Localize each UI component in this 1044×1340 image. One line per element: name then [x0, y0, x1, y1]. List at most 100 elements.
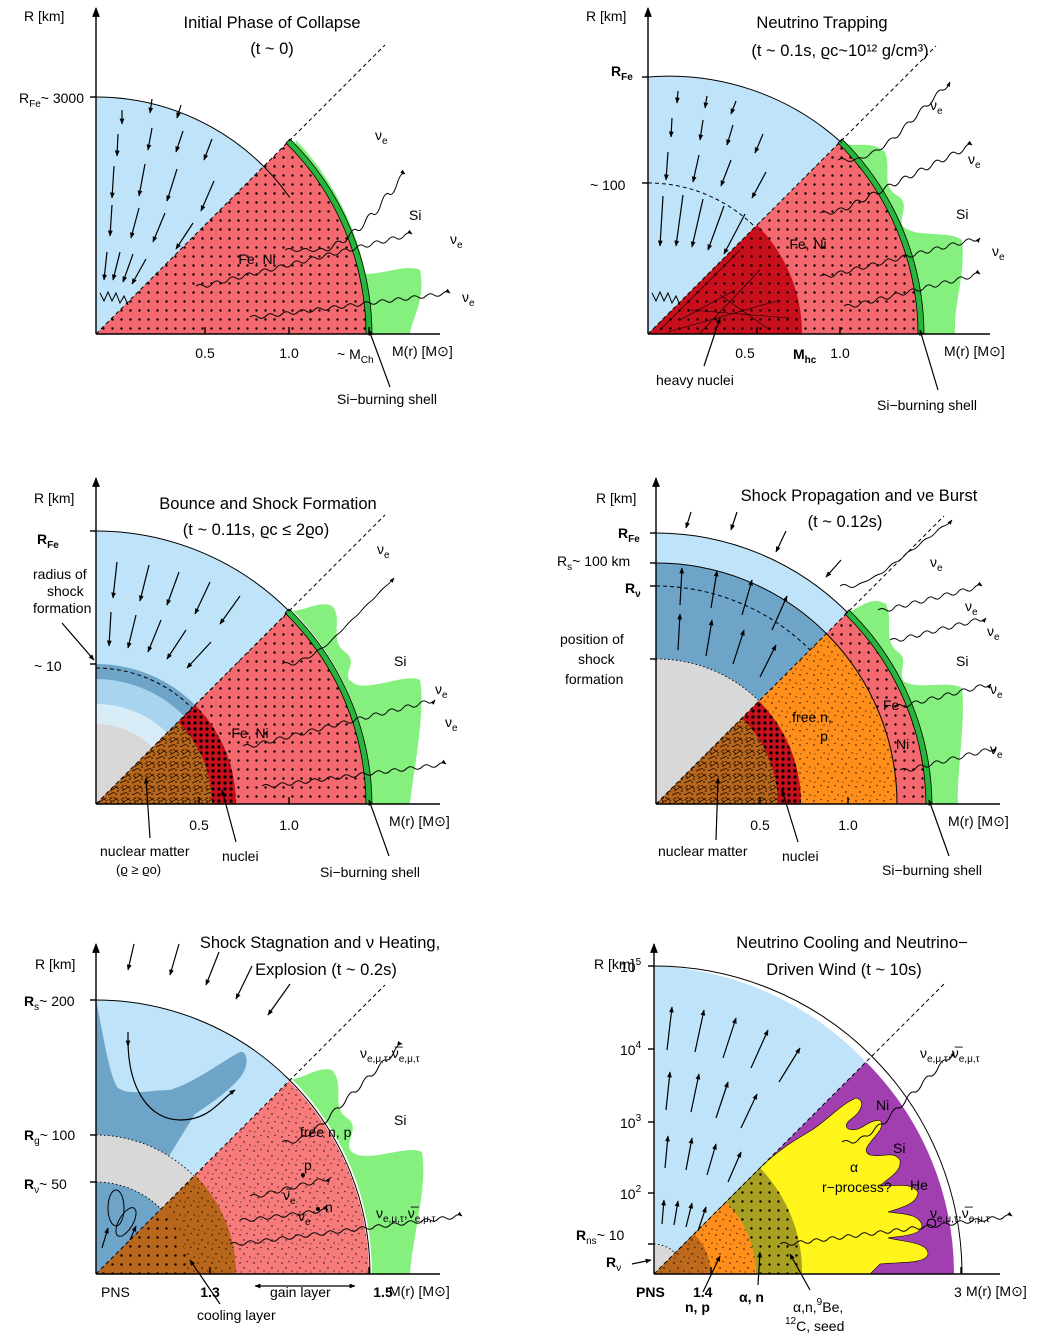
wind-arrow [778, 1047, 801, 1083]
panel5-axes [90, 943, 440, 1275]
panel-subtitle: (t ~ 0.12s) [808, 513, 883, 531]
si-burning-shell-callout: Si−burning shell [337, 391, 437, 407]
outflow-arrow [677, 613, 683, 651]
callout-pointer [781, 789, 799, 843]
neutrino-ray [195, 229, 413, 288]
neutrino-label: νe [375, 127, 388, 147]
neutrino-ray [249, 1177, 331, 1198]
free-nucleons-label: p [820, 728, 828, 744]
pns-label: PNS [101, 1284, 130, 1300]
nuclei-callout: nuclei [782, 848, 819, 864]
infall-arrow [175, 130, 184, 153]
r-shock-label: Rs~ 200 [24, 993, 75, 1013]
outflow-arrow [741, 579, 753, 616]
log-tick-label: 104 [620, 1040, 642, 1058]
infall-arrow [730, 100, 737, 115]
shock-formation-radius [655, 658, 760, 702]
panel1-regions [95, 44, 422, 335]
neutrino-ray [249, 288, 451, 319]
side-note-line: formation [33, 600, 91, 616]
callout-pointer [368, 799, 390, 857]
infall-arrow [137, 163, 146, 197]
core-label: Fe, Ni [238, 251, 275, 267]
x-tick-label: 1.4 [693, 1284, 713, 1300]
infall-arrow [114, 133, 120, 157]
r-fe-label: RFe [618, 525, 640, 545]
x-tick-label: 0.5 [195, 345, 215, 361]
panel4-neutrinos [839, 519, 997, 772]
neutrino-ray [899, 747, 997, 772]
shell-label: Si [956, 206, 968, 222]
callout-pointer [61, 622, 95, 661]
infalling-envelope [96, 97, 290, 334]
wind-arrow [722, 1017, 737, 1059]
trapping-radius [647, 182, 756, 228]
callout-pointer [221, 789, 237, 843]
panel2-axes [642, 7, 990, 335]
silicon-layer [848, 601, 963, 804]
wind-arrow [697, 1206, 707, 1232]
panel-subtitle: (t ~ 0) [250, 40, 294, 58]
neutrino-label: νe [990, 681, 1003, 701]
infall-arrow [130, 207, 140, 239]
panel-title: Shock Propagation and νe Burst [741, 487, 978, 505]
neutrino-ray [779, 1211, 1013, 1246]
panel-title: Neutrino Cooling and Neutrino− [736, 934, 968, 952]
infall-arrow [720, 159, 732, 187]
x-tick-label: 1.0 [838, 817, 858, 833]
diagonal-boundary [95, 984, 386, 1275]
callout-pointer [757, 1251, 763, 1286]
infall-arrow [169, 943, 180, 976]
y-axis-label: R [km] [586, 8, 626, 24]
panel2-regions [647, 45, 963, 335]
side-note-line: formation [565, 671, 623, 687]
infall-arrow [219, 595, 241, 625]
shell-label: Si [394, 1112, 406, 1128]
nuclear-matter-texture [656, 718, 778, 804]
wind-region [654, 966, 866, 1274]
core-label: Fe, Ni [789, 236, 826, 252]
side-note-line: radius of [33, 566, 87, 582]
wind-arrow [685, 1202, 694, 1228]
shell-label: Si [394, 653, 406, 669]
x-tick-label: 0.5 [189, 817, 209, 833]
cooling-layer-callout: cooling layer [197, 1307, 276, 1323]
wind-arrow [685, 1137, 694, 1171]
x-tick-label: 1.0 [279, 345, 299, 361]
diagonal-boundary [653, 983, 945, 1275]
silicon-layer [842, 141, 963, 334]
infalling-envelope [648, 76, 842, 334]
x-axis-label: M(r) [M⊙] [966, 1283, 1027, 1299]
inner-core-grey [656, 658, 759, 804]
infall-arrow [668, 117, 674, 138]
infall-arrow [186, 641, 212, 669]
x-tick-label: 1.3 [200, 1284, 220, 1300]
x-tick-label: 1.0 [830, 345, 850, 361]
outflow-arrow [705, 619, 714, 657]
neutrino-ray [894, 683, 992, 708]
x-axis-label: M(r) [M⊙] [392, 343, 453, 359]
neutrino-ray [819, 140, 973, 215]
silicon-layer [289, 604, 422, 804]
convection-arrow [129, 1225, 137, 1241]
side-note-line: shock [47, 583, 85, 599]
infall-arrow [107, 204, 113, 237]
panel1-neutrinos [195, 169, 451, 319]
panel-subtitle: Driven Wind (t ~ 10s) [766, 961, 921, 979]
neutrino-label: νe [377, 541, 390, 561]
seed-label: α,n,9Be, [793, 1297, 843, 1315]
neutrino-ray [889, 617, 987, 642]
infall-arrow [267, 983, 291, 1016]
x-axis-label: M(r) [M⊙] [948, 813, 1009, 829]
neutron-label: n [325, 1199, 333, 1215]
si-burning-shell-callout: Si−burning shell [320, 864, 420, 880]
neutrino-label: νe [987, 623, 1000, 643]
infall-arrow [723, 213, 746, 255]
infall-arrow [775, 530, 787, 553]
log-tick-label: 105 [620, 957, 642, 975]
panel6-regions [653, 965, 963, 1275]
panel-neutrino-trapping: R [km] RFe ~ 100 Neutrino Trapping (t ~ … [586, 7, 1005, 413]
wind-arrow [740, 1093, 758, 1129]
alpha-n-label: α, n [739, 1289, 764, 1305]
r-process-label: r−process? [822, 1179, 892, 1195]
